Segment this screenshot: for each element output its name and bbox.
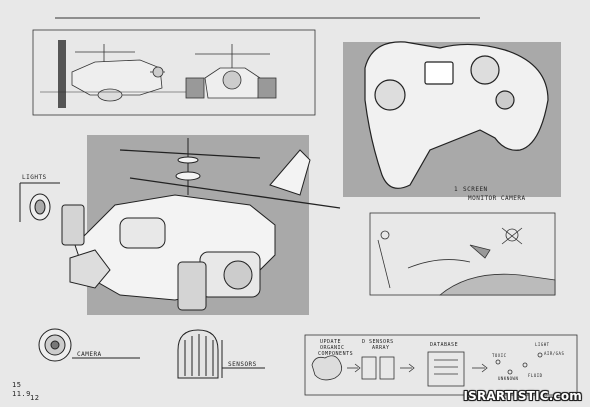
flow-toxic: TOXIC bbox=[492, 353, 507, 358]
controller-sketch bbox=[364, 41, 549, 189]
sensors-sketch bbox=[177, 329, 265, 379]
camera-sketch bbox=[38, 328, 140, 362]
orthographic-views bbox=[32, 29, 316, 116]
scene-panel bbox=[369, 212, 556, 296]
watermark: ISRARTISTIC.com bbox=[463, 389, 582, 403]
flow-database: DATABASE bbox=[430, 342, 459, 348]
screen-label: SCREEN bbox=[463, 186, 488, 193]
flow-updates: UPDATE bbox=[320, 339, 342, 345]
screen-number: 1 bbox=[454, 186, 459, 193]
date-day: 15 bbox=[12, 381, 22, 389]
flow-air: AIR/GAS bbox=[544, 351, 565, 356]
flow-organic: ORGANIC bbox=[320, 345, 345, 351]
date-month: 11.9 bbox=[12, 390, 31, 398]
lights-sketch bbox=[19, 182, 60, 222]
date-year: 12 bbox=[30, 394, 40, 402]
flow-unknown: UNKNOWN bbox=[498, 376, 519, 381]
monitor-camera-label: MONITOR CAMERA bbox=[468, 195, 526, 202]
helicopter-sketch bbox=[61, 138, 341, 311]
flow-sensors-top: D SENSORS bbox=[362, 339, 394, 345]
flowchart bbox=[304, 334, 578, 396]
flow-components: COMPONENTS bbox=[318, 351, 354, 357]
flow-fluid: FLUID bbox=[528, 373, 543, 378]
camera-label: CAMERA bbox=[77, 351, 102, 358]
ortho-frame bbox=[32, 29, 316, 116]
sensors-label: SENSORS bbox=[228, 361, 257, 368]
flow-sensors-bottom: ARRAY bbox=[372, 345, 390, 351]
flow-light: LIGHT bbox=[535, 342, 550, 347]
lights-label: LIGHTS bbox=[22, 174, 47, 181]
